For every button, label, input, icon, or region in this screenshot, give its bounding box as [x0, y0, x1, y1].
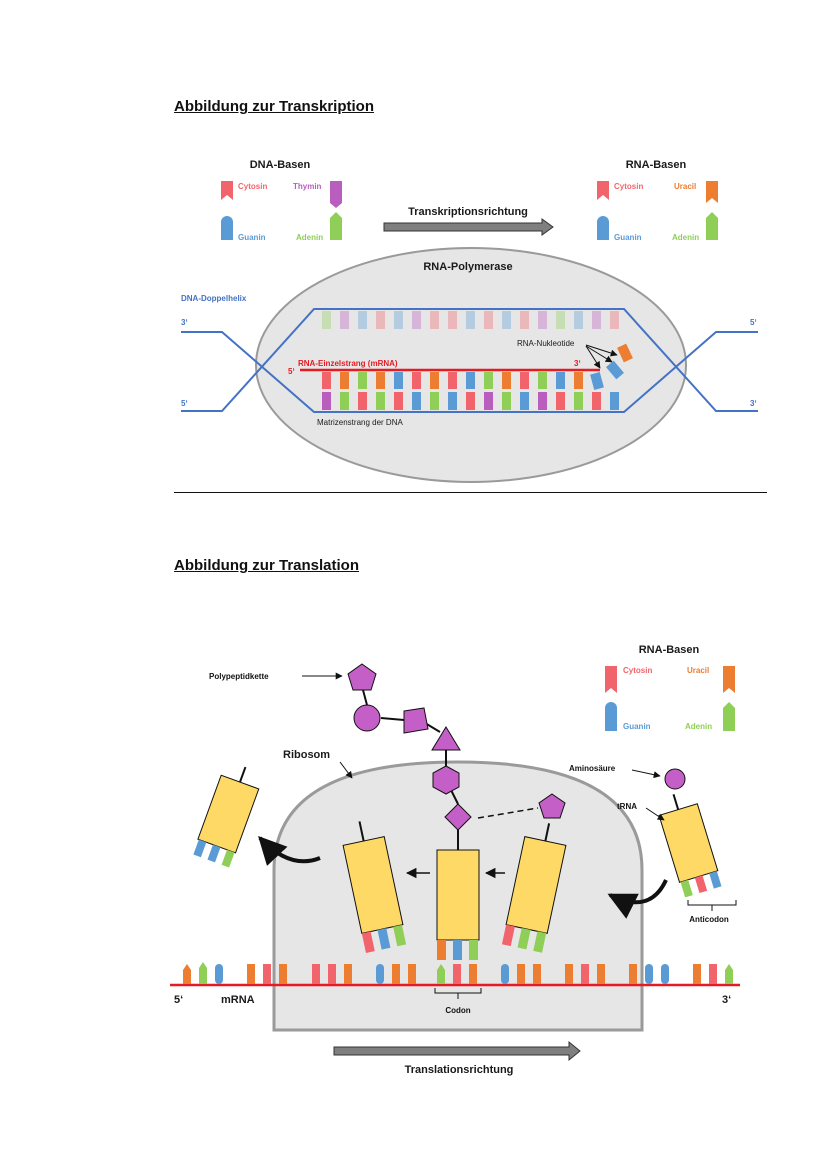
trna-released — [193, 766, 260, 868]
rna-bases-title-1: RNA-Basen — [626, 159, 687, 171]
anticodon-bracket — [687, 900, 737, 906]
mrna-end-3-translation: 3‘ — [722, 994, 731, 1006]
legend-rna-guanin-shape — [597, 216, 609, 240]
incoming-arrow — [607, 879, 668, 919]
amino-acid-hexagon — [432, 765, 460, 795]
mrna-label-translation: mRNA — [221, 994, 255, 1006]
amino-acid-pentagon-top — [347, 663, 377, 691]
legend-rna-cytosin-shape — [597, 181, 609, 200]
legend2-uracil-shape — [723, 666, 735, 693]
legend2-adenin-label: Adenin — [685, 722, 712, 731]
legend2-adenin-shape — [723, 702, 735, 731]
dna-strand-lower — [181, 331, 758, 413]
template-strand-bases — [322, 392, 619, 410]
amino-acid-pentagon-right — [538, 793, 566, 819]
codon-label: Codon — [445, 1006, 470, 1015]
legend-adenin-label: Adenin — [296, 233, 323, 242]
dna-end-5-left: 5‘ — [181, 399, 188, 408]
trna-label: tRNA — [617, 802, 637, 811]
free-nucleotide-uracil — [617, 343, 633, 363]
peptide-bond-dashed — [477, 807, 539, 819]
trna-left — [342, 821, 407, 953]
transcription-figure: DNA-Basen Cytosin Thymin Guanin Adenin R… — [181, 159, 758, 483]
legend2-guanin-label: Guanin — [623, 722, 651, 731]
nucleotide-arrow-3 — [585, 345, 613, 363]
nucleotide-arrow-1 — [585, 344, 618, 357]
translation-direction-label: Translationsrichtung — [405, 1064, 514, 1076]
ribosome-pointer — [339, 761, 353, 779]
legend-thymin-label: Thymin — [293, 182, 322, 191]
amino-acid-triangle — [431, 726, 461, 751]
trna-incoming — [658, 794, 722, 898]
legend-guanin-label: Guanin — [238, 233, 266, 242]
dna-helix-label: DNA-Doppelhelix — [181, 294, 247, 303]
dna-end-3-right: 3‘ — [750, 399, 757, 408]
amino-acid-incoming — [664, 768, 686, 790]
legend2-cytosin-shape — [605, 666, 617, 693]
rna-polymerase-body — [255, 247, 687, 483]
legend-thymin-shape — [330, 181, 342, 208]
section-divider — [174, 492, 767, 493]
legend-uracil-label: Uracil — [674, 182, 696, 191]
amino-acid-label: Aminosäure — [569, 764, 616, 773]
translation-direction-arrow — [333, 1040, 581, 1062]
mrna-end-3: 3‘ — [574, 359, 581, 368]
ribosome-label: Ribosom — [283, 749, 330, 761]
rna-bases-title-2: RNA-Basen — [639, 644, 700, 656]
rna-polymerase-label: RNA-Polymerase — [423, 261, 512, 273]
legend2-cytosin-label: Cytosin — [623, 666, 652, 675]
amino-acid-diamond — [444, 803, 472, 831]
free-nucleotide-guanin — [590, 371, 604, 391]
dna-end-3-left: 3‘ — [181, 318, 188, 327]
mrna-bases — [322, 372, 583, 389]
rna-nucleotide-label: RNA-Nukleotide — [517, 339, 575, 348]
dna-bases-title: DNA-Basen — [250, 159, 311, 171]
trna-center — [436, 849, 480, 941]
dna-strand-upper — [181, 308, 758, 412]
legend-guanin-shape — [221, 216, 233, 240]
legend-rna-adenin-label: Adenin — [672, 233, 699, 242]
legend-cytosin-shape — [221, 181, 233, 200]
legend-adenin-shape — [330, 212, 342, 240]
mrna-codon-bases — [183, 962, 733, 984]
mrna-end-5: 5‘ — [288, 367, 295, 376]
mrna-label-transcription: RNA-Einzelstrang (mRNA) — [298, 359, 398, 368]
nucleotide-arrow-2 — [585, 345, 601, 369]
coding-strand-bases — [322, 311, 619, 329]
legend-cytosin-label: Cytosin — [238, 182, 267, 191]
free-nucleotide-guanin-2 — [606, 360, 624, 380]
amino-acid-circle — [353, 704, 381, 732]
legend-rna-adenin-shape — [706, 212, 718, 240]
template-strand-label: Matrizenstrang der DNA — [317, 418, 403, 427]
mrna-end-5-translation: 5‘ — [174, 994, 183, 1006]
amino-acid-trapezoid — [403, 707, 429, 734]
legend-uracil-shape — [706, 181, 718, 203]
transcription-direction-arrow — [383, 218, 554, 236]
transcription-title: Abbildung zur Transkription — [174, 98, 374, 115]
release-arrow — [258, 835, 321, 866]
legend-rna-guanin-label: Guanin — [614, 233, 642, 242]
trna-right — [501, 823, 567, 953]
translation-figure: RNA-Basen Cytosin Uracil Guanin Adenin R… — [170, 644, 740, 1076]
polypeptide-label: Polypeptidkette — [209, 672, 269, 681]
legend2-guanin-shape — [605, 702, 617, 731]
dna-end-5-right: 5‘ — [750, 318, 757, 327]
legend2-uracil-label: Uracil — [687, 666, 709, 675]
legend-rna-cytosin-label: Cytosin — [614, 182, 643, 191]
anticodon-label: Anticodon — [689, 915, 729, 924]
translation-title: Abbildung zur Translation — [174, 557, 359, 574]
transcription-direction-label: Transkriptionsrichtung — [408, 206, 528, 218]
